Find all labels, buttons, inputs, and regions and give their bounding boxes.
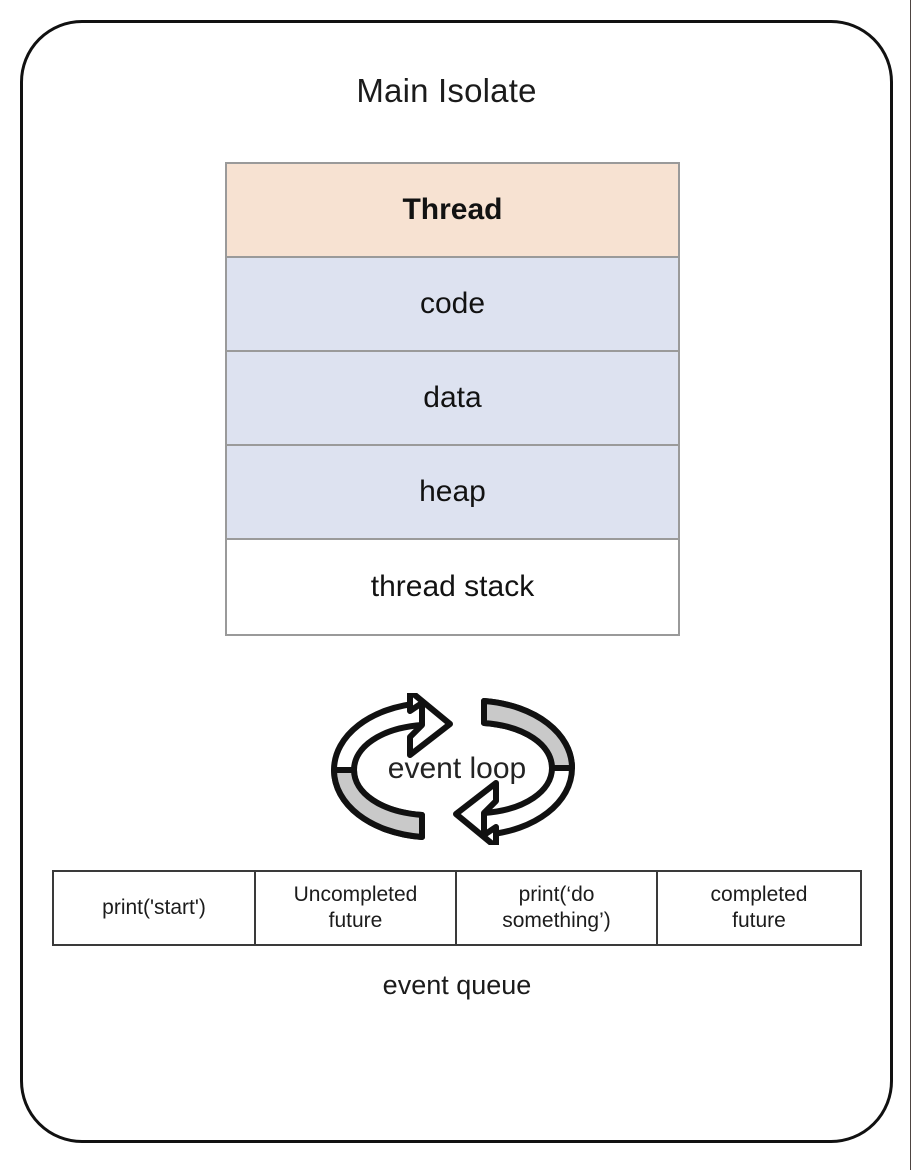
event-queue-cell-2: print(‘do something’) (457, 872, 658, 944)
event-queue-cell-0: print('start') (54, 872, 256, 944)
page-edge-line (910, 0, 911, 1170)
right-arrowhead (453, 780, 499, 845)
event-queue-cell-1-line-1: future (328, 909, 383, 932)
thread-table-row-heap: heap (227, 446, 678, 540)
event-queue-cell-2-line-0: print(‘do (518, 883, 595, 906)
event-queue-cell-3-line-1: future (732, 909, 786, 932)
event-queue-cell-3: completed future (658, 872, 860, 944)
right-arrow-tail-gray (481, 698, 575, 771)
thread-table-row-code: code (227, 258, 678, 352)
thread-table-row-thread-stack: thread stack (227, 540, 678, 634)
thread-table-row-thread: Thread (227, 164, 678, 258)
left-arrowhead (407, 693, 453, 758)
event-queue-cell-0-line-0: print('start') (102, 896, 206, 919)
left-arrow-tail-gray (331, 767, 425, 840)
event-queue-cell-1-line-0: Uncompleted (293, 883, 418, 906)
event-queue-cell-2-line-1: something’) (502, 909, 611, 932)
event-queue-cell-1: Uncompleted future (256, 872, 457, 944)
event-queue-table: print('start') Uncompleted future print(… (52, 870, 862, 946)
event-queue-cell-3-line-0: completed (710, 883, 808, 906)
thread-table-row-data: data (227, 352, 678, 446)
main-isolate-container (20, 20, 893, 1143)
thread-memory-table: Thread code data heap thread stack (225, 162, 680, 636)
event-loop-graphic (318, 693, 588, 845)
page-title: Main Isolate (356, 72, 537, 109)
event-queue-label: event queue (382, 970, 532, 1000)
